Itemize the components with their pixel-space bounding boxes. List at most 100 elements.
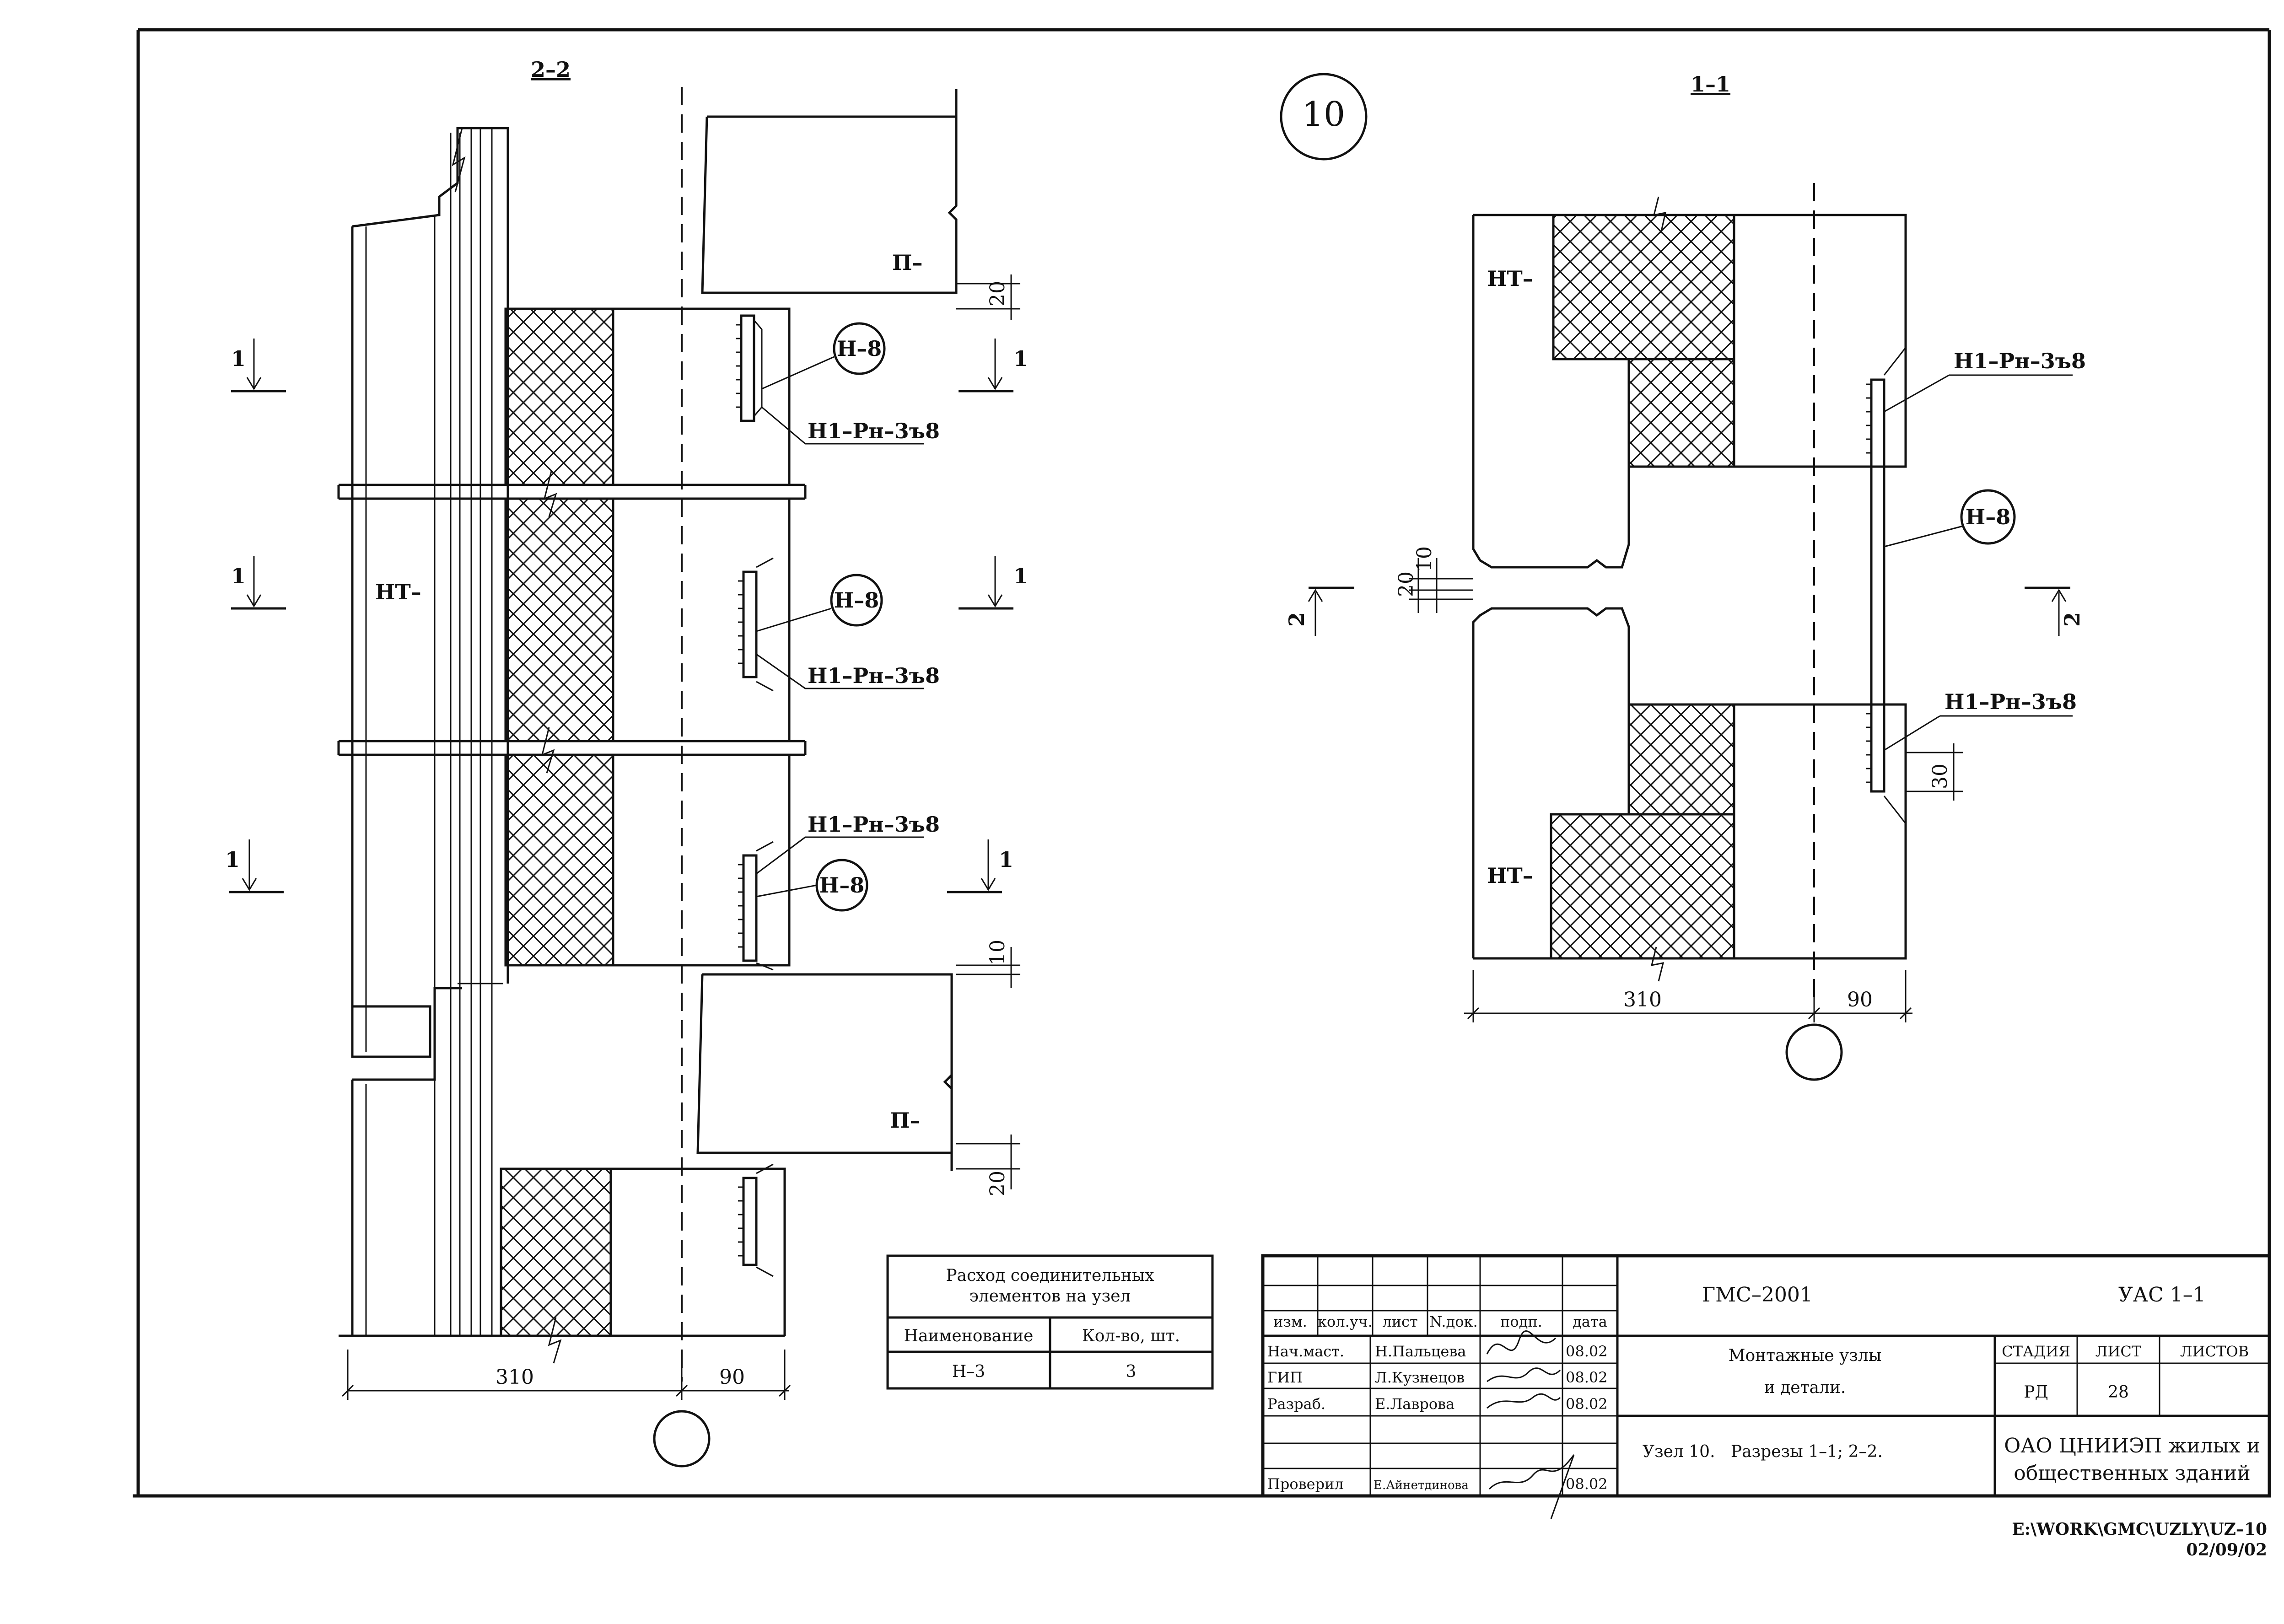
file-path: E:\WORK\GMC\UZLY\UZ–10: [2012, 1520, 2267, 1539]
title-block: изм. кол.уч. лист N.док. подп. дата Нач.…: [1261, 1254, 2271, 1519]
insulation-block: [504, 753, 614, 967]
insulation-block: [1627, 358, 1735, 468]
staff-date: 08.02: [1566, 1475, 1608, 1493]
callout-H8: Н–8: [1884, 489, 2016, 548]
svg-text:20: 20: [1395, 571, 1418, 597]
section-marker-2: 2: [1284, 586, 1354, 636]
svg-text:Н–8: Н–8: [819, 873, 864, 898]
callout-H8: Н–8: [756, 574, 883, 632]
staff-name: Н.Пальцева: [1375, 1343, 1466, 1360]
svg-text:30: 30: [1928, 764, 1952, 789]
staff-name: Е.Лаврова: [1375, 1395, 1454, 1413]
col-qty: Кол-во, шт.: [1082, 1327, 1180, 1345]
node-number: 10: [1280, 73, 1368, 161]
svg-text:Н1–Рн–3ъ8: Н1–Рн–3ъ8: [808, 419, 940, 443]
section-marker-1: 1: [225, 839, 284, 893]
stage-value: РД: [2024, 1383, 2048, 1402]
section-1-1-title: 1–1: [1691, 72, 1730, 97]
section-2-2: 2–2: [225, 57, 1028, 1468]
project-code: ГМС–2001: [1702, 1283, 1813, 1307]
section-marker-1: 1: [231, 556, 286, 610]
staff-role: ГИП: [1267, 1369, 1303, 1386]
insulation-block: [1550, 813, 1735, 960]
slab-top-label: П–: [892, 250, 922, 275]
org-name: общественных зданий: [2014, 1462, 2251, 1485]
dim-joint: 20 10: [1395, 546, 1473, 613]
staff-name: Л.Кузнецов: [1375, 1369, 1465, 1386]
org-name: ОАО ЦНИИЭП жилых и: [2004, 1434, 2260, 1457]
svg-text:Н–8: Н–8: [1966, 505, 2010, 529]
insulation-block: [500, 1167, 612, 1337]
doc-code: УАС 1–1: [2118, 1283, 2206, 1307]
svg-text:10: 10: [1413, 546, 1436, 572]
sheet-number: 28: [2108, 1383, 2129, 1402]
dim-gap-bottom: 20: [956, 1135, 1020, 1196]
callout-H8: Н–8: [761, 322, 886, 390]
axis-bubble: [653, 1410, 711, 1468]
sheet-label: ЛИСТ: [2095, 1343, 2142, 1360]
doc-title: Монтажные узлы: [1729, 1346, 1882, 1365]
section-marker-1: 1: [947, 839, 1013, 893]
joint-band-lower: [337, 740, 807, 756]
section-marker-1: 1: [959, 556, 1028, 610]
connector-plate-3: [738, 841, 774, 971]
insulation-block: [504, 497, 614, 742]
staff-role: Проверил: [1267, 1475, 1344, 1493]
sheet-title: Узел 10. Разрезы 1–1; 2–2.: [1643, 1442, 1883, 1461]
svg-text:Н–8: Н–8: [837, 336, 882, 361]
insulation-block: [504, 307, 614, 486]
svg-text:Н–8: Н–8: [834, 588, 879, 613]
col-name: Наименование: [904, 1327, 1034, 1345]
svg-text:Н1–Рн–3ъ8: Н1–Рн–3ъ8: [1954, 349, 2086, 373]
panel-label-HT: НТ–: [375, 580, 421, 604]
file-date: 02/09/02: [2186, 1540, 2267, 1559]
joint-band-upper: [337, 484, 807, 500]
svg-text:1: 1: [225, 847, 240, 872]
svg-text:90: 90: [719, 1366, 745, 1389]
signature: [1486, 1330, 1575, 1519]
svg-text:элементов на узел: элементов на узел: [970, 1287, 1131, 1306]
panel-label-bottom: НТ–: [1487, 863, 1533, 888]
svg-text:1: 1: [999, 847, 1013, 872]
dim-gap-top: 20: [956, 274, 1020, 320]
panel-label-top: НТ–: [1487, 266, 1533, 291]
weld-label: Н1–Рн–3ъ8: [761, 406, 940, 445]
svg-text:Н1–Рн–3ъ8: Н1–Рн–3ъ8: [1945, 689, 2077, 714]
svg-text:10: 10: [1302, 95, 1345, 134]
axis-bubble: [1785, 1023, 1843, 1081]
section-2-2-title: 2–2: [531, 57, 571, 82]
svg-text:2: 2: [1284, 612, 1309, 627]
connector-plate-1: [736, 314, 763, 422]
col-data: дата: [1573, 1313, 1607, 1330]
staff-date: 08.02: [1566, 1369, 1608, 1386]
staff-role: Разраб.: [1267, 1395, 1325, 1413]
weld-label-bottom: Н1–Рн–3ъ8: [1884, 689, 2077, 751]
svg-text:Расход соединительных: Расход соединительных: [946, 1266, 1154, 1285]
svg-text:Н1–Рн–3ъ8: Н1–Рн–3ъ8: [808, 812, 940, 837]
col-list: лист: [1382, 1313, 1417, 1330]
table-cell: Н–3: [952, 1362, 985, 1381]
slab-bottom-label: П–: [890, 1108, 920, 1133]
svg-text:310: 310: [1623, 988, 1662, 1011]
table-cell: 3: [1126, 1362, 1137, 1381]
dim-30: 30: [1906, 743, 1963, 801]
connector-plate: [1866, 347, 1907, 824]
section-1-1: 1–1 Н1–Рн–3ъ8 Н–8: [1284, 72, 2086, 1081]
connector-plate-2: [738, 557, 774, 692]
svg-text:Н1–Рн–3ъ8: Н1–Рн–3ъ8: [808, 663, 940, 688]
svg-text:1: 1: [1013, 564, 1028, 588]
section-marker-1: 1: [959, 339, 1028, 393]
dim-widths: 310 90: [1464, 970, 1912, 1022]
connector-plate-4: [738, 1163, 774, 1277]
sheets-label: ЛИСТОВ: [2180, 1343, 2249, 1360]
svg-text:1: 1: [231, 346, 246, 371]
svg-text:1: 1: [231, 564, 246, 588]
insulation-block: [1552, 214, 1735, 360]
col-kolich: кол.уч.: [1318, 1313, 1373, 1330]
svg-text:2: 2: [2060, 612, 2085, 627]
insulation-block: [1627, 703, 1735, 816]
col-ndok: N.док.: [1429, 1313, 1477, 1330]
doc-title: и детали.: [1764, 1378, 1846, 1397]
callout-H8: Н–8: [756, 859, 868, 912]
